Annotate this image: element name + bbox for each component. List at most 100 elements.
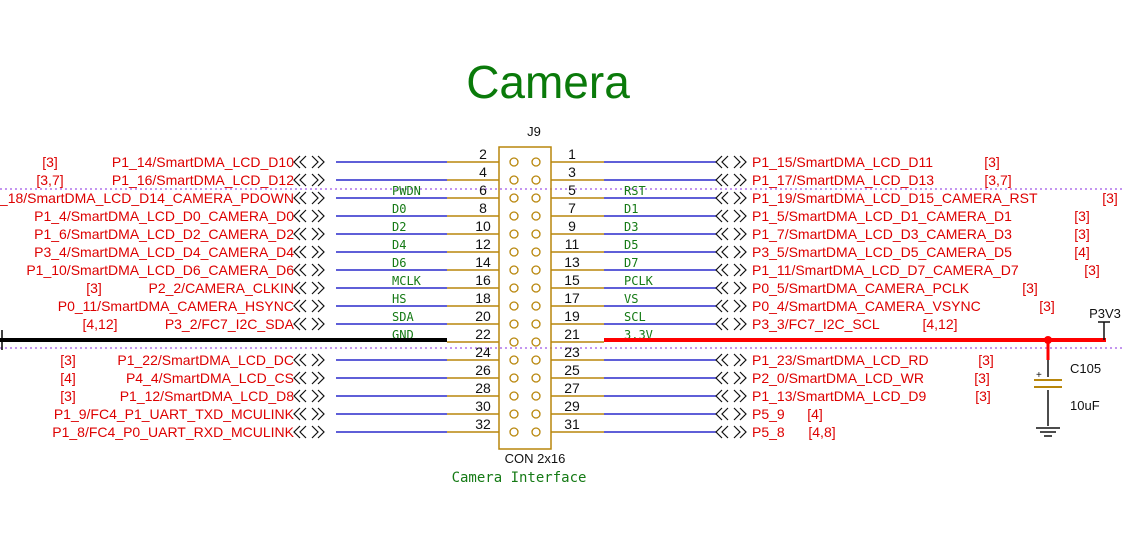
- net-flag-left-d: [317, 353, 325, 367]
- pin-circle-left: [509, 391, 519, 401]
- net-flag-right-a: [715, 173, 723, 187]
- net-flag-left-a: [293, 317, 301, 331]
- pin-number-left: 28: [475, 380, 491, 396]
- net-flag-right-c: [733, 317, 741, 331]
- net-label-left: P3_4/SmartDMA_LCD_D4_CAMERA_D4: [34, 244, 294, 260]
- signal-name-left: SDA: [392, 310, 414, 324]
- net-flag-left-a: [293, 425, 301, 439]
- connector-rows: 2P1_14/SmartDMA_LCD_D10[3]4P1_16/SmartDM…: [0, 146, 1118, 440]
- net-flag-right-d: [739, 263, 747, 277]
- net-flag-left-d: [317, 173, 325, 187]
- net-flag-left-b: [299, 371, 307, 385]
- net-flag-left-d: [317, 155, 325, 169]
- net-flag-left-c: [311, 227, 319, 241]
- net-flag-right-d: [739, 389, 747, 403]
- net-flag-left-b: [299, 281, 307, 295]
- signal-name-left: D4: [392, 238, 406, 252]
- net-flag-left-b: [299, 389, 307, 403]
- net-flag-left-d: [317, 425, 325, 439]
- net-flag-left-d: [317, 371, 325, 385]
- net-flag-right-c: [733, 263, 741, 277]
- pin-number-right: 11: [565, 236, 580, 252]
- net-label-left: P1_10/SmartDMA_LCD_D6_CAMERA_D6: [26, 262, 294, 278]
- net-label-left: P1_12/SmartDMA_LCD_D8: [120, 388, 295, 404]
- sheet-ref-right: [3]: [1074, 226, 1090, 242]
- net-flag-right-a: [715, 191, 723, 205]
- net-label-left: P1_9/FC4_P1_UART_TXD_MCULINK: [54, 406, 295, 422]
- net-label-right: P3_3/FC7_I2C_SCL: [752, 316, 880, 332]
- pin-circle-right: [531, 247, 541, 257]
- pin-circle-left: [509, 283, 519, 293]
- pin-circle-right: [531, 337, 541, 347]
- net-label-right: P1_7/SmartDMA_LCD_D3_CAMERA_D3: [752, 226, 1012, 242]
- pin-number-right: 7: [568, 200, 576, 216]
- pin-number-left: 6: [479, 182, 487, 198]
- sheet-ref-right: [4]: [1074, 244, 1090, 260]
- net-flag-right-b: [721, 299, 729, 313]
- pin-circle-left: [509, 211, 519, 221]
- sheet-ref-right: [3]: [1102, 190, 1118, 206]
- net-flag-left-c: [311, 263, 319, 277]
- net-flag-left-b: [299, 407, 307, 421]
- net-flag-left-c: [311, 281, 319, 295]
- pin-number-left: 14: [475, 254, 491, 270]
- pin-number-right: 9: [568, 218, 576, 234]
- net-flag-right-b: [721, 173, 729, 187]
- net-label-right: P1_19/SmartDMA_LCD_D15_CAMERA_RST: [752, 190, 1038, 206]
- net-flag-right-d: [739, 281, 747, 295]
- net-flag-right-b: [721, 317, 729, 331]
- pin-circle-right: [531, 391, 541, 401]
- net-flag-right-d: [739, 245, 747, 259]
- signal-name-left: D0: [392, 202, 406, 216]
- net-flag-right-a: [715, 209, 723, 223]
- net-label-left: P1_14/SmartDMA_LCD_D10: [112, 154, 294, 170]
- pin-number-right: 17: [564, 290, 580, 306]
- pin-circle-left: [509, 157, 519, 167]
- net-flag-right-d: [739, 173, 747, 187]
- sheet-ref-right: [3]: [974, 370, 990, 386]
- pin-number-right: 25: [564, 362, 580, 378]
- net-flag-right-a: [715, 353, 723, 367]
- pin-circle-left: [509, 301, 519, 311]
- power-net-label: P3V3: [1089, 306, 1121, 321]
- net-label-right: P1_23/SmartDMA_LCD_RD: [752, 352, 929, 368]
- net-flag-left-c: [311, 425, 319, 439]
- net-flag-left-d: [317, 281, 325, 295]
- pin-circle-left: [509, 229, 519, 239]
- signal-name-left: D6: [392, 256, 406, 270]
- pin-number-left: 30: [475, 398, 491, 414]
- pin-number-left: 32: [475, 416, 491, 432]
- net-flag-right-b: [721, 281, 729, 295]
- pin-circle-left: [509, 337, 519, 347]
- net-flag-right-d: [739, 299, 747, 313]
- net-flag-right-c: [733, 227, 741, 241]
- net-label-right: P5_9: [752, 406, 785, 422]
- net-flag-left-d: [317, 227, 325, 241]
- signal-name-right: D7: [624, 256, 638, 270]
- net-flag-left-d: [317, 263, 325, 277]
- pin-number-left: 26: [475, 362, 491, 378]
- net-flag-right-a: [715, 227, 723, 241]
- net-flag-left-a: [293, 353, 301, 367]
- sheet-ref-right: [3]: [1084, 262, 1100, 278]
- connector-ref: J9: [527, 124, 541, 139]
- pin-circle-right: [531, 175, 541, 185]
- net-flag-left-d: [317, 407, 325, 421]
- net-flag-right-a: [715, 281, 723, 295]
- pin-number-right: 23: [564, 344, 580, 360]
- net-flag-left-c: [311, 209, 319, 223]
- sheet-ref-right: [3]: [978, 352, 994, 368]
- net-flag-right-d: [739, 227, 747, 241]
- net-label-left: P2_2/CAMERA_CLKIN: [148, 280, 294, 296]
- signal-name-left: D2: [392, 220, 406, 234]
- pin-number-right: 5: [568, 182, 576, 198]
- net-label-left: P4_4/SmartDMA_LCD_CS: [126, 370, 294, 386]
- net-flag-right-a: [715, 371, 723, 385]
- net-flag-right-b: [721, 407, 729, 421]
- sheet-ref-left: [3]: [60, 352, 76, 368]
- net-label-right: P0_4/SmartDMA_CAMERA_VSYNC: [752, 298, 981, 314]
- net-flag-left-a: [293, 245, 301, 259]
- net-flag-right-d: [739, 371, 747, 385]
- pin-circle-left: [509, 427, 519, 437]
- net-flag-left-d: [317, 245, 325, 259]
